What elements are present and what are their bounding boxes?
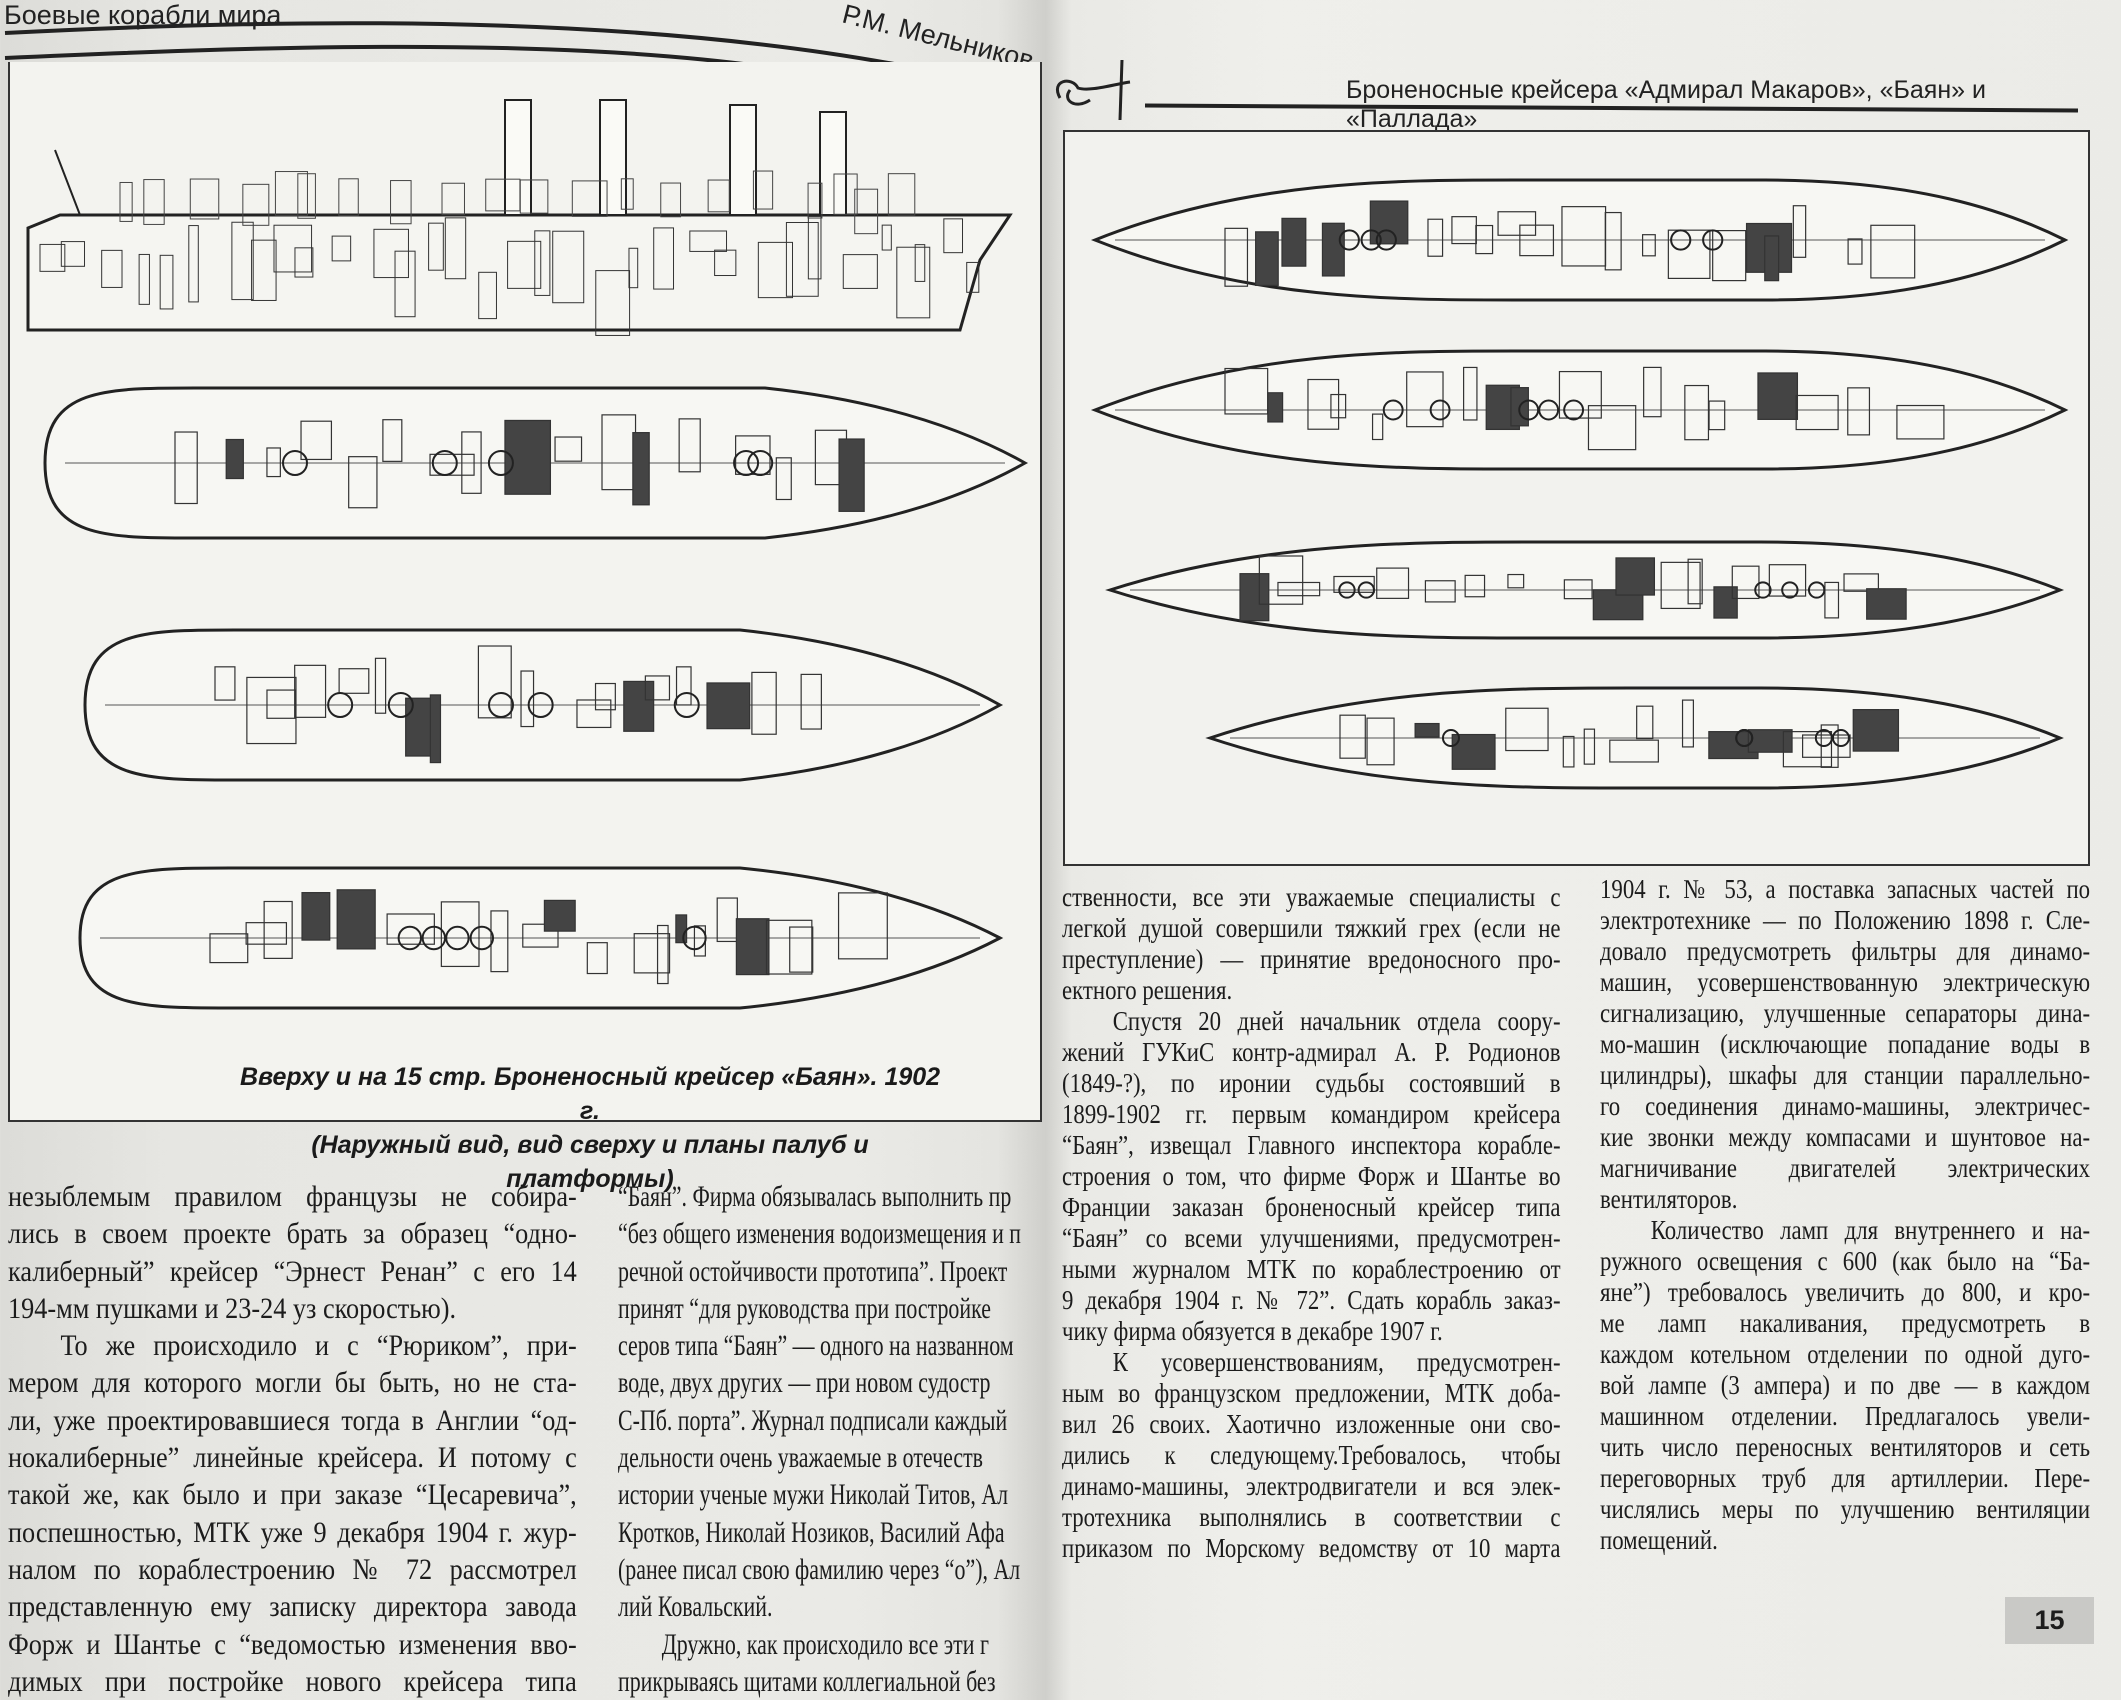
text-line: вой лампе (3 ампера) и по две — в каждом	[1600, 1370, 2091, 1400]
text-line: машин, усовершенствованную электрическую	[1600, 967, 2091, 997]
text-line: электротехнике — по Положению 1898 г. Сл…	[1600, 905, 2091, 935]
caption-line-2: (Наружный вид, вид сверху и планы палуб …	[311, 1131, 869, 1193]
text-line: “без общего изменения водоизмещения и п	[618, 1217, 1022, 1251]
text-line: истории ученые мужи Николай Титов, Ал	[618, 1478, 1009, 1512]
text-line: прикрываясь щитами коллегиальной без	[618, 1664, 996, 1698]
caption-line-1: Вверху и на 15 стр. Броненосный крейсер …	[239, 1063, 941, 1125]
text-line: серов типа “Баян” — одного на названном	[618, 1329, 1014, 1363]
text-line: каждом котельном отделении по одной дуго…	[1600, 1339, 2091, 1369]
text-line: К усовершенствованиям, предусмотрен-	[1112, 1347, 1561, 1377]
text-line: То же происходило и с “Рюриком”, при-	[60, 1329, 577, 1363]
text-line: дельности очень уважаемые в отечеств	[618, 1441, 983, 1475]
text-line: Форж и Шантье с “ведомостью изменения вв…	[8, 1627, 577, 1661]
text-line: “Баян”, извещал Главного инспектора кора…	[1062, 1130, 1561, 1160]
text-line: динамо-машины, электродвигатели и вся эл…	[1062, 1471, 1561, 1501]
text-line: жений ГУКиС контр-адмирал А. Р. Родионов	[1062, 1037, 1561, 1067]
running-title-right: Броненосные крейсера «Адмирал Макаров», …	[1346, 76, 1986, 133]
text-line: легкой душой совершили тяжкий грех (если…	[1062, 913, 1561, 943]
text-line: строения о том, что фирме Форж и Шантье …	[1062, 1161, 1561, 1191]
text-line: Дружно, как происходило все эти г	[661, 1627, 989, 1661]
text-line: мером для которого могли бы быть, но не …	[8, 1366, 577, 1400]
text-line: яне”) требовалось увеличить до 800, и кр…	[1600, 1277, 2091, 1307]
plan-main-deck	[1090, 349, 2069, 471]
text-line: сигнализацию, улучшенные сепараторы дина…	[1600, 998, 2091, 1028]
text-line: Количество ламп для внутреннего и на-	[1650, 1215, 2091, 1245]
text-line: калиберный” крейсер “Эрнест Ренан” с его…	[8, 1254, 577, 1288]
text-line: 9 декабря 1904 г. № 72”. Сдать корабль з…	[1062, 1285, 1561, 1315]
text-column-1: незыблемым правилом французы не собира-л…	[8, 1178, 577, 1700]
text-line: такой же, как было и при заказе “Цесарев…	[8, 1478, 577, 1512]
text-line: принят “для руководства при постройке	[618, 1291, 991, 1325]
text-line: ектного решения.	[1062, 975, 1233, 1005]
plan-lower-deck	[1105, 540, 2065, 640]
text-line: чить число переносных вентиляторов и сет…	[1600, 1432, 2091, 1462]
text-line: магничивание двигателей электрических	[1600, 1153, 2091, 1183]
text-line: Спустя 20 дней начальник отдела соору-	[1112, 1006, 1561, 1036]
text-line: ственности, все эти уважаемые специалист…	[1062, 882, 1561, 912]
text-line: чику фирма обязуется в декабре 1907 г.	[1062, 1316, 1443, 1346]
text-line: поспешностью, МТК уже 9 декабря 1904 г. …	[8, 1515, 577, 1549]
plan-forecastle-deck	[83, 628, 1004, 782]
text-column-3: ственности, все эти уважаемые специалист…	[1062, 882, 1561, 1564]
plan-superstructure	[43, 386, 1029, 540]
text-line: налом по кораблестроению № 72 рассмотрел	[8, 1552, 577, 1586]
text-line: 1899-1902 гг. первым командиром крейсера	[1062, 1099, 1561, 1129]
text-line: довало предусмотреть фильтры для динамо-	[1600, 936, 2091, 966]
text-line: представленную ему записку директора зав…	[8, 1590, 577, 1624]
plan-upper-deck	[1090, 178, 2069, 302]
text-line: незыблемым правилом французы не собира-	[8, 1180, 577, 1213]
text-line: кие звонки между компасами и шунтовое на…	[1600, 1122, 2091, 1152]
profile-view	[26, 99, 1013, 336]
text-line: мо-машин (исключающие попадание воды в	[1600, 1029, 2091, 1059]
text-line: лий Ковальский.	[618, 1590, 773, 1624]
text-line: ружного освещения с 600 (как было на “Ба…	[1600, 1246, 2091, 1276]
plan-battery-deck	[78, 866, 1004, 1010]
text-line: тротехника выполнялись в соответствии с	[1062, 1502, 1561, 1532]
text-line: приказом по Морскому ведомству от 10 мар…	[1062, 1533, 1561, 1563]
page-number: 15	[2005, 1597, 2094, 1644]
text-line: числялись меры по улучшению вентиляции	[1600, 1494, 2091, 1524]
text-line: ным во французском предложении, МТК доба…	[1062, 1378, 1561, 1408]
text-line: 1904 г. № 53, а поставка запасных частей…	[1600, 874, 2091, 904]
text-line: Франции заказан броненосный крейсер типа	[1062, 1192, 1561, 1222]
text-line: вил 26 своих. Хаотично изложенные они св…	[1062, 1409, 1561, 1439]
text-line: димых при постройке нового крейсера типа	[8, 1664, 577, 1698]
text-line: вентиляторов.	[1600, 1184, 1738, 1214]
text-column-2: “Баян”. Фирма обязывалась выполнить пр “б…	[618, 1178, 1041, 1700]
text-line: “Баян” со всеми улучшениями, предусмотре…	[1062, 1223, 1561, 1253]
text-line: лись в своем проекте брать за образец “о…	[8, 1217, 577, 1251]
text-line: ными журналом МТК по кораблестроению от	[1062, 1254, 1561, 1284]
text-line: ме ламп накаливания, предусмотреть в	[1600, 1308, 2091, 1338]
text-line: (ранее писал свою фамилию через “о”), Ал	[618, 1552, 1021, 1586]
figure-caption: Вверху и на 15 стр. Броненосный крейсер …	[230, 1060, 950, 1196]
text-line: (1849-?), по иронии судьбы состоявший в	[1062, 1068, 1561, 1098]
text-line: речной остойчивости прототипа”. Проект	[618, 1254, 1008, 1288]
text-line: машинном отделении. Предлагалось увели-	[1600, 1401, 2091, 1431]
text-line: С-Пб. порта”. Журнал подписали каждый	[618, 1403, 1008, 1437]
text-line: Кротков, Николай Нозиков, Василий Афа	[618, 1515, 1005, 1549]
text-line: 194-мм пушками и 23-24 уз скоростью).	[8, 1291, 457, 1325]
text-line: ли, уже проектировавшиеся тогда в Англии…	[8, 1403, 577, 1437]
text-line: преступление) — принятие вредоносного пр…	[1062, 944, 1561, 974]
text-line: “Баян”. Фирма обязывалась выполнить пр	[618, 1180, 1012, 1213]
plan-platform	[1205, 686, 2064, 790]
text-column-4: 1904 г. № 53, а поставка запасных частей…	[1600, 874, 2090, 1556]
text-line: го соединения динамо-машины, электричес-	[1600, 1091, 2091, 1121]
text-line: переговорных труб для артиллерии. Пере-	[1600, 1463, 2091, 1493]
text-line: помещений.	[1600, 1525, 1718, 1555]
text-line: дились к следующему.Требовалось, чтобы	[1062, 1440, 1561, 1470]
text-line: нокалиберные” линейные крейсера. И потом…	[8, 1441, 577, 1475]
text-line: воде, двух других — при новом судостр	[618, 1366, 991, 1400]
text-line: цилиндры), шкафы для станции параллельно…	[1600, 1060, 2091, 1090]
